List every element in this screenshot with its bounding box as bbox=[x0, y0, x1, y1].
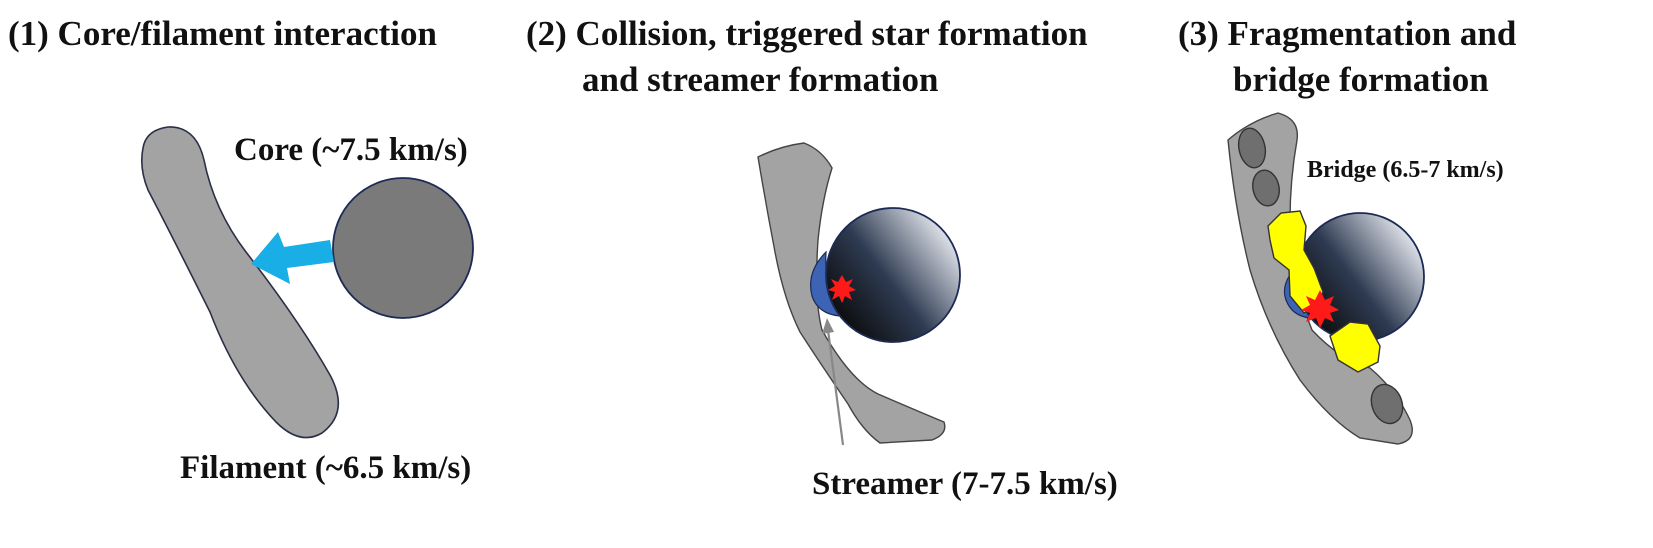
panel-2-title-line-2: and streamer formation bbox=[582, 60, 938, 99]
protostar-burst-icon-3 bbox=[1301, 290, 1339, 328]
streamer-pointer-arrowhead bbox=[822, 318, 834, 334]
fragment-3 bbox=[1370, 383, 1404, 425]
filament-shape bbox=[141, 126, 340, 439]
panel-2-title-2: and streamer formation bbox=[582, 60, 938, 99]
bridge-lower bbox=[1329, 321, 1381, 373]
core-sphere bbox=[332, 177, 474, 319]
core-sphere-gradient bbox=[825, 207, 961, 343]
core-label: Core (~7.5 km/s) bbox=[234, 132, 468, 168]
filament-streamer-shape bbox=[757, 142, 946, 444]
panel-1: (1) Core/filament interaction Core (~7.5… bbox=[8, 14, 474, 486]
streamer-pointer-line bbox=[826, 329, 845, 446]
panel-3-title-2: bridge formation bbox=[1233, 60, 1489, 99]
protostar-burst-icon bbox=[828, 275, 856, 303]
motion-arrow-icon bbox=[251, 232, 334, 284]
panel-2-title: (2) Collision, triggered star formation bbox=[526, 14, 1088, 53]
panel-3: (3) Fragmentation and bridge formation B… bbox=[1178, 14, 1517, 445]
panel-3-title-line-2: bridge formation bbox=[1233, 60, 1489, 99]
fragment-1 bbox=[1237, 127, 1267, 169]
panel-2: (2) Collision, triggered star formation … bbox=[526, 14, 1118, 502]
filament-label: Filament (~6.5 km/s) bbox=[180, 450, 471, 486]
fragment-2 bbox=[1252, 169, 1280, 207]
bridge-label: Bridge (6.5-7 km/s) bbox=[1307, 157, 1504, 183]
panel-1-title: (1) Core/filament interaction bbox=[8, 14, 437, 53]
panel-3-title-line-1: (3) Fragmentation and bbox=[1178, 14, 1517, 53]
panel-1-title-line-1: (1) Core/filament interaction bbox=[8, 14, 437, 53]
streamer-label: Streamer (7-7.5 km/s) bbox=[812, 466, 1118, 502]
panel-2-title-line-1: (2) Collision, triggered star formation bbox=[526, 14, 1088, 53]
panel-3-title: (3) Fragmentation and bbox=[1178, 14, 1517, 53]
